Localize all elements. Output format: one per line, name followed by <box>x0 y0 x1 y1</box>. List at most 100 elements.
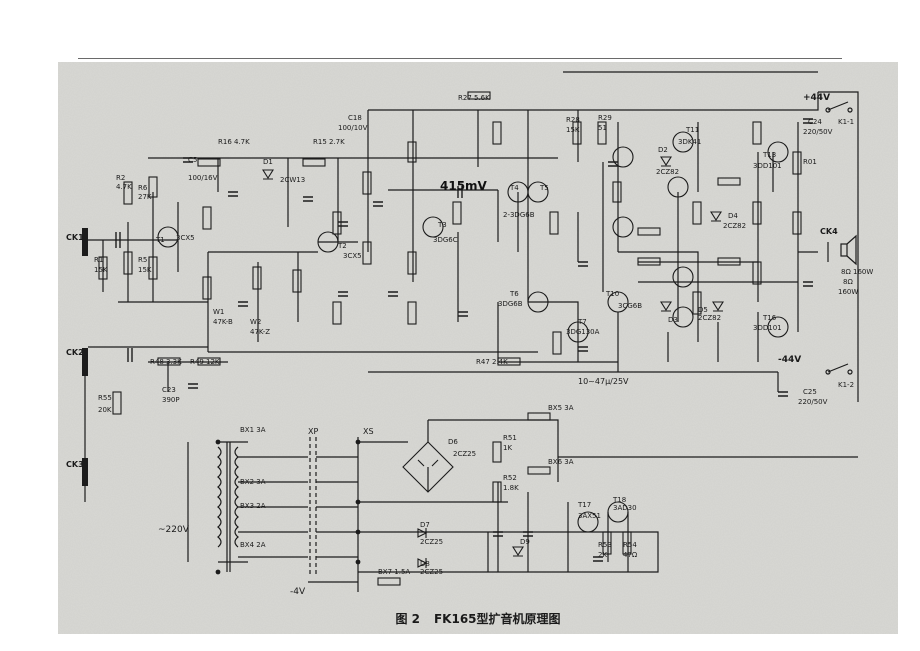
capacitors <box>115 118 813 562</box>
svg-text:T16: T16 <box>762 314 777 322</box>
figure-title: FK165型扩音机原理图 <box>433 612 561 626</box>
supply-negative-label: -44V <box>778 355 801 365</box>
svg-text:T5: T5 <box>539 184 549 192</box>
supply-positive-label: +44V <box>803 93 830 103</box>
svg-text:BX2 3A: BX2 3A <box>240 478 266 486</box>
svg-text:1.8K: 1.8K <box>503 484 519 492</box>
svg-text:160W: 160W <box>838 288 858 296</box>
aux-negative-label: -4V <box>290 587 306 597</box>
input-jack-3-label: CK3 <box>66 460 84 469</box>
svg-text:T4: T4 <box>509 184 519 192</box>
svg-text:BX4 2A: BX4 2A <box>240 541 266 549</box>
svg-text:R49 12K: R49 12K <box>190 358 220 366</box>
svg-text:R15 2.7K: R15 2.7K <box>313 138 345 146</box>
svg-text:T2: T2 <box>337 242 347 250</box>
svg-text:2CZ25: 2CZ25 <box>453 450 476 458</box>
svg-text:3DG6C: 3DG6C <box>433 236 458 244</box>
switch-k1-2-label: K1-2 <box>838 381 854 389</box>
speaker-rating-label: 8Ω 160W <box>841 268 873 276</box>
transistors <box>157 131 789 533</box>
svg-text:R47 2.4K: R47 2.4K <box>476 358 508 366</box>
signal-level-annotation: 415mV <box>440 179 488 193</box>
input-jack-2-label: CK2 <box>66 348 84 357</box>
svg-text:D4: D4 <box>728 212 738 220</box>
svg-text:R48 3.3K: R48 3.3K <box>150 358 182 366</box>
svg-text:2K: 2K <box>598 551 607 559</box>
svg-text:47K-B: 47K-B <box>213 318 233 326</box>
power-switches <box>825 101 853 375</box>
svg-text:2CZ25: 2CZ25 <box>420 568 443 576</box>
svg-text:T1: T1 <box>155 236 165 244</box>
svg-text:3CG6B: 3CG6B <box>618 302 642 310</box>
svg-text:R51: R51 <box>503 434 517 442</box>
connector-xp-label: XP <box>308 427 318 436</box>
svg-text:3DD101: 3DD101 <box>753 162 782 170</box>
svg-text:15K: 15K <box>138 266 152 274</box>
svg-text:R55: R55 <box>98 394 112 402</box>
svg-text:2CZ25: 2CZ25 <box>420 538 443 546</box>
resistors <box>98 91 802 586</box>
svg-text:D8: D8 <box>420 560 430 568</box>
svg-text:T11: T11 <box>685 126 699 134</box>
diodes <box>262 156 724 568</box>
svg-text:R28: R28 <box>566 116 580 124</box>
svg-text:27K: 27K <box>138 193 152 201</box>
svg-text:D1: D1 <box>263 158 273 166</box>
svg-text:3AD30: 3AD30 <box>613 504 637 512</box>
svg-text:BX7 1.5A: BX7 1.5A <box>378 568 410 576</box>
header-rule <box>78 58 842 59</box>
svg-text:D9: D9 <box>520 538 530 546</box>
svg-text:C24: C24 <box>808 118 822 126</box>
svg-text:R5: R5 <box>138 256 147 264</box>
svg-text:47Ω: 47Ω <box>623 551 638 559</box>
svg-text:D3: D3 <box>668 316 678 324</box>
svg-text:T18: T18 <box>612 496 626 504</box>
svg-text:T6: T6 <box>509 290 519 298</box>
svg-text:BX5 3A: BX5 3A <box>548 404 574 412</box>
svg-text:R1: R1 <box>94 256 103 264</box>
svg-text:3DG6B: 3DG6B <box>498 300 523 308</box>
svg-text:D5: D5 <box>698 306 708 314</box>
svg-text:2CZ82: 2CZ82 <box>698 314 721 322</box>
svg-text:51: 51 <box>598 124 607 132</box>
svg-text:2CZ82: 2CZ82 <box>656 168 679 176</box>
svg-text:R54: R54 <box>623 541 637 549</box>
speaker-symbol <box>827 234 857 266</box>
connector-xs-label: XS <box>363 427 374 436</box>
svg-text:BX6 3A: BX6 3A <box>548 458 574 466</box>
svg-text:R29: R29 <box>598 114 612 122</box>
svg-text:T13: T13 <box>762 151 776 159</box>
svg-text:3DG130A: 3DG130A <box>566 328 600 336</box>
svg-text:T3: T3 <box>437 221 447 229</box>
svg-text:3DD101: 3DD101 <box>753 324 782 332</box>
svg-text:R27 5.6K: R27 5.6K <box>458 94 490 102</box>
svg-text:100/16V: 100/16V <box>188 174 218 182</box>
connector-pins <box>215 439 361 575</box>
figure-caption: 图 2 FK165型扩音机原理图 <box>58 610 898 627</box>
svg-text:220/50V: 220/50V <box>798 398 828 406</box>
svg-text:R53: R53 <box>598 541 612 549</box>
svg-text:BX3 2A: BX3 2A <box>240 502 266 510</box>
svg-text:D6: D6 <box>448 438 458 446</box>
svg-text:R52: R52 <box>503 474 517 482</box>
svg-text:C5: C5 <box>188 156 197 164</box>
svg-text:390P: 390P <box>162 396 180 404</box>
svg-text:3CX5: 3CX5 <box>176 234 195 242</box>
figure-number: 图 2 <box>395 612 420 626</box>
svg-text:R16 4.7K: R16 4.7K <box>218 138 250 146</box>
svg-text:W2: W2 <box>250 318 261 326</box>
svg-text:R2: R2 <box>116 174 125 182</box>
input-jack-1-label: CK1 <box>66 233 84 242</box>
svg-text:D7: D7 <box>420 521 430 529</box>
svg-text:220/50V: 220/50V <box>803 128 833 136</box>
svg-text:2CZ82: 2CZ82 <box>723 222 746 230</box>
svg-text:8Ω: 8Ω <box>843 278 853 286</box>
svg-text:2-3DG6B: 2-3DG6B <box>503 211 535 219</box>
svg-text:D2: D2 <box>658 146 668 154</box>
svg-text:15K: 15K <box>566 126 580 134</box>
svg-text:1K: 1K <box>503 444 512 452</box>
svg-text:20K: 20K <box>98 406 112 414</box>
